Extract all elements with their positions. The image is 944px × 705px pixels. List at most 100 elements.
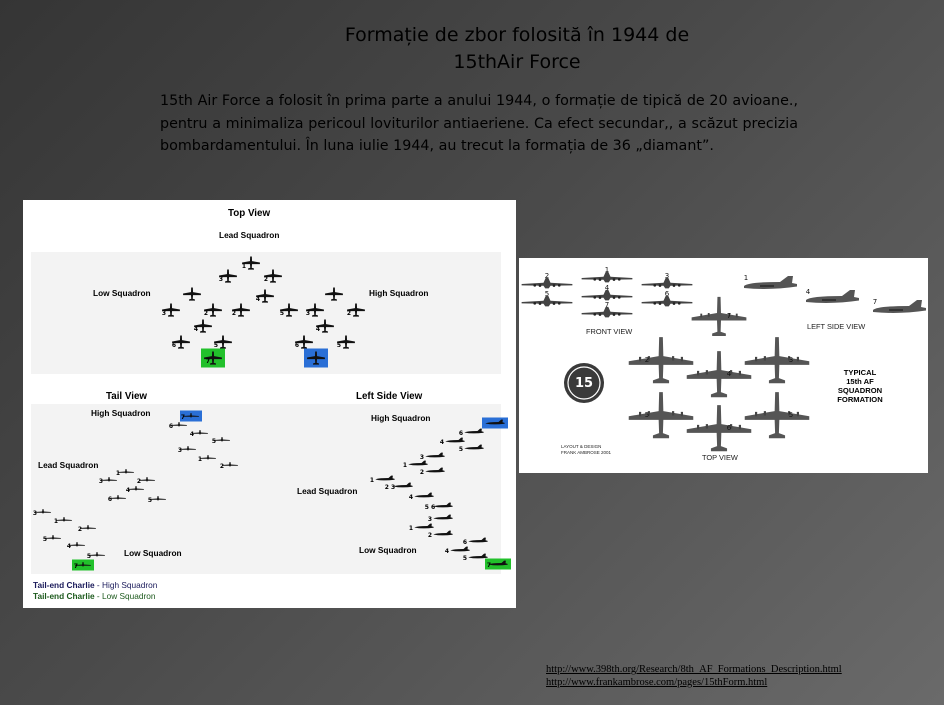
aircraft-number: 5 — [280, 310, 284, 317]
aircraft-number: 5 — [337, 342, 341, 349]
aircraft-number: 7 — [206, 358, 210, 365]
aircraft-icon: 5 — [212, 436, 230, 445]
aircraft-icon: 5 — [43, 534, 61, 543]
aircraft-number: 6 — [172, 342, 176, 349]
legend-low: Tail-end Charlie - Low Squadron — [33, 591, 156, 601]
top-view-band — [31, 252, 501, 374]
aircraft-icon: 2 — [232, 303, 250, 317]
aircraft-icon: 6 — [108, 494, 126, 503]
aircraft-icon: 4 — [67, 541, 85, 550]
aircraft-number: 1 — [242, 263, 246, 270]
bomber-number: 1 — [605, 266, 609, 274]
bomber-icon: 5 — [744, 392, 810, 439]
top-view-title: Top View — [228, 208, 271, 219]
aircraft-number: 2 — [347, 310, 351, 317]
left-side-view-title: Left Side View — [356, 391, 423, 402]
slide-title: Formație de zbor folosită în 1944 de 15t… — [300, 22, 734, 76]
bomber-icon: 1 — [744, 274, 797, 289]
aircraft-number: 3 — [162, 310, 166, 317]
credit-caption: LAYOUT & DESIGN FRANK AMBROSE 2001 — [561, 444, 611, 455]
bomber-number: 2 — [645, 356, 649, 364]
aircraft-icon: 5 — [280, 303, 298, 317]
aircraft-icon: 5 — [459, 444, 484, 453]
typical-formation-caption: TYPICAL 15th AF SQUADRON FORMATION — [824, 368, 896, 404]
aircraft-icon: 3 — [219, 269, 237, 283]
typical-line2: 15th AF — [846, 377, 874, 386]
aircraft-number: 6 — [459, 430, 463, 437]
aircraft-number: 4 — [445, 548, 449, 555]
aircraft-icon: 3 — [306, 303, 324, 317]
aircraft-number: 3 — [219, 276, 223, 283]
aircraft-icon: 2 — [137, 476, 155, 485]
bomber-icon: 6 — [686, 405, 752, 452]
aircraft-icon: 4 — [316, 319, 334, 333]
aircraft-icon — [325, 287, 343, 301]
bomber-number: 3 — [789, 356, 793, 364]
aircraft-number: 4 — [194, 326, 198, 333]
aircraft-icon: 1 — [54, 516, 72, 525]
aircraft-icon: 6 — [459, 428, 484, 437]
slide-title-line1: Formație de zbor folosită în 1944 de — [344, 24, 690, 46]
aircraft-icon: 2 — [420, 467, 445, 476]
aircraft-icon: 3 — [420, 452, 445, 461]
aircraft-number: 7 — [181, 414, 185, 421]
legend-high-rest: - High Squadron — [94, 580, 158, 590]
aircraft-icon: 1 — [403, 460, 428, 469]
bomber-number: 7 — [605, 301, 609, 309]
aircraft-icon: 3 — [33, 508, 51, 517]
aircraft-icon: 6 — [295, 335, 313, 349]
aircraft-number: 3 — [420, 454, 424, 461]
bomber-icon: 2 — [628, 337, 694, 384]
aircraft-number: 6 — [463, 539, 467, 546]
aircraft-number: 1 — [403, 462, 407, 469]
lead-squadron-label: Lead Squadron — [219, 230, 280, 240]
bomber-icon: 4 — [686, 351, 752, 398]
typical-line3: SQUADRON — [837, 386, 883, 395]
bomber-icon: 3 — [641, 272, 693, 289]
aircraft-number: 4 — [440, 439, 444, 446]
source-link-398th[interactable]: http://www.398th.org/Research/8th_AF_For… — [546, 664, 842, 675]
tail-low-squadron-label: Low Squadron — [124, 548, 182, 558]
aircraft-number: 4 — [67, 543, 71, 550]
tail-lead-squadron-label: Lead Squadron — [38, 460, 99, 470]
aircraft-number: 3 — [306, 310, 310, 317]
aircraft-icon: 3 — [178, 445, 196, 454]
aircraft-number: 2 3 — [385, 484, 395, 491]
side-low-squadron-label: Low Squadron — [359, 545, 417, 555]
aircraft-number: 2 — [220, 463, 224, 470]
aircraft-number: 5 — [459, 446, 463, 453]
aircraft-number: 5 — [148, 497, 152, 504]
source-link-frankambrose[interactable]: http://www.frankambrose.com/pages/15thFo… — [546, 676, 768, 688]
aircraft-number: 5 — [463, 555, 467, 562]
legend-low-name: Tail-end Charlie — [33, 591, 95, 601]
low-squadron-label: Low Squadron — [93, 288, 151, 298]
credit-line2: FRANK AMBROSE 2001 — [561, 449, 612, 455]
aircraft-icon: 4 — [190, 429, 208, 438]
aircraft-number: 1 — [198, 456, 202, 463]
aircraft-icon: 6 — [169, 421, 187, 430]
aircraft-icon: 5 — [214, 335, 232, 349]
aircraft-number: 4 — [190, 431, 194, 438]
aircraft-icon: 2 — [264, 269, 282, 283]
bomber-number: 7 — [873, 298, 877, 306]
bomber-icon: 6 — [641, 290, 693, 307]
left-side-view-caption: LEFT SIDE VIEW — [807, 322, 866, 331]
legend-high-name: Tail-end Charlie — [33, 580, 95, 590]
aircraft-icon: 4 — [445, 546, 470, 555]
aircraft-icon: 5 — [337, 335, 355, 349]
bomber-number: 6 — [727, 424, 732, 432]
aircraft-number: 6 — [108, 496, 112, 503]
aircraft-icon: 7 — [201, 348, 225, 368]
bomber-number: 5 — [645, 411, 649, 419]
aircraft-icon: 7 — [180, 410, 202, 422]
aircraft-number: 6 — [295, 342, 299, 349]
front-view-caption: FRONT VIEW — [586, 327, 633, 336]
aircraft-number: 5 — [214, 342, 218, 349]
aircraft-icon: 5 — [148, 495, 166, 504]
bomber-number: 7 — [727, 312, 731, 320]
aircraft-number: 1 — [409, 525, 413, 532]
aircraft-number: 2 — [232, 310, 236, 317]
